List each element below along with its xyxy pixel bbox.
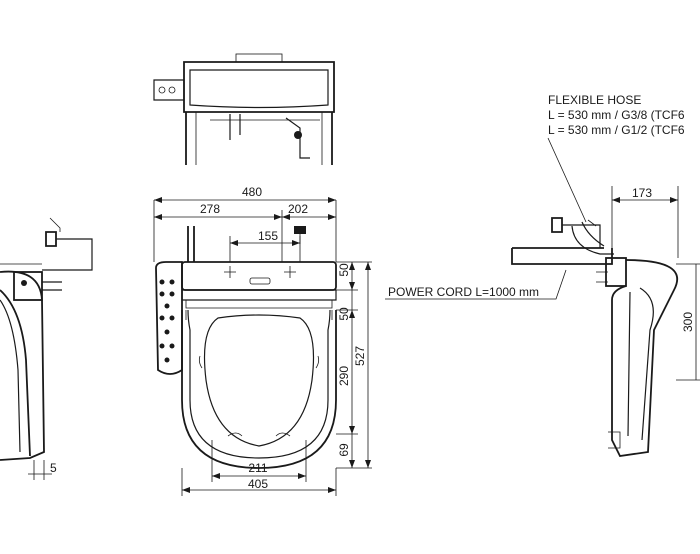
power-cord-label: POWER CORD L=1000 mm (388, 285, 539, 299)
dim-total-length: 527 (353, 346, 367, 366)
dim-left-gap: 5 (50, 461, 57, 475)
top-view (153, 53, 335, 165)
dim-side-offset: 173 (632, 186, 652, 200)
flexible-hose-title: FLEXIBLE HOSE (548, 93, 641, 107)
dim-center-span: 155 (258, 229, 278, 243)
dim-top-depth: 50 (337, 263, 351, 277)
dim-side-height: 300 (681, 312, 695, 332)
dim-bowl-width: 405 (248, 477, 268, 491)
power-cord-leader (385, 269, 567, 300)
hose-spec-line-2: L = 530 mm / G1/2 (TCF6 (548, 123, 685, 137)
left-side-view (0, 217, 93, 480)
dim-front-depth: 69 (337, 443, 351, 457)
dim-mid-depth: 50 (337, 307, 351, 321)
dim-right-width: 202 (288, 202, 308, 216)
right-side-view (511, 137, 700, 457)
dim-inner-width: 211 (248, 461, 267, 475)
hose-spec-line-1: L = 530 mm / G3/8 (TCF6 (548, 108, 685, 122)
dim-overall-width: 480 (242, 185, 262, 199)
dim-left-width: 278 (200, 202, 220, 216)
plan-view (153, 197, 372, 496)
dim-seat-length: 290 (337, 366, 351, 386)
